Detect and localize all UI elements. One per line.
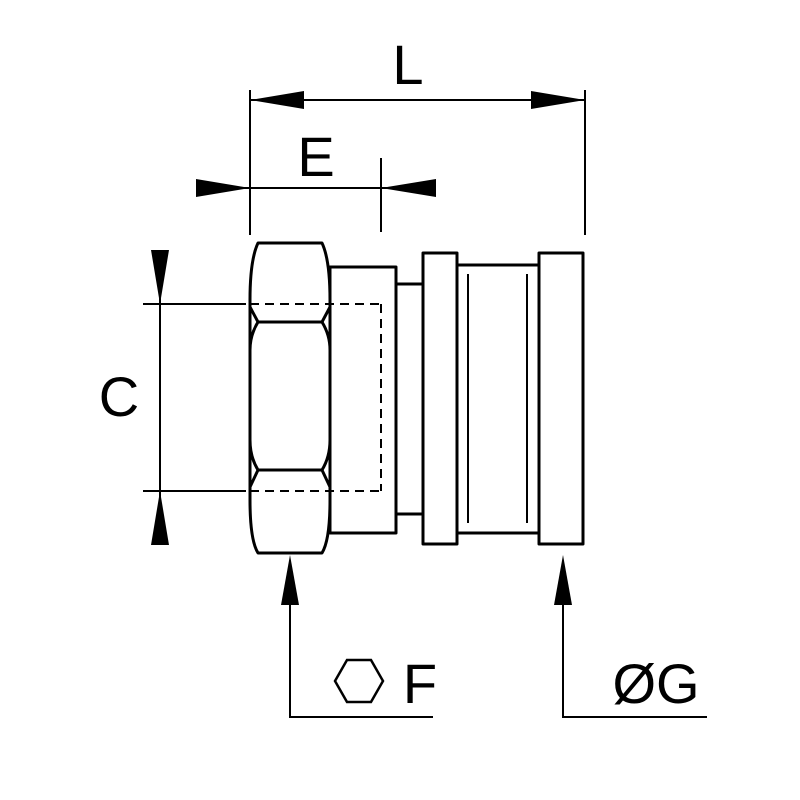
barrel-inner-lines — [467, 274, 528, 523]
collar-right — [537, 251, 585, 546]
hex-facet-mid-top — [248, 321, 260, 351]
hidden-thread-lines — [250, 303, 382, 492]
arrow-g — [554, 555, 572, 605]
arrow-c-bottom — [151, 491, 169, 545]
shoulder-block — [328, 265, 398, 535]
label-l: L — [392, 33, 423, 96]
arrow-e-left — [196, 179, 250, 197]
collar-left — [421, 251, 459, 546]
arrow-e-right — [381, 179, 436, 197]
leader-f-lines — [289, 575, 433, 718]
hex-facet-mid-bot — [248, 439, 260, 471]
leader-g — [562, 575, 707, 718]
arrow-f — [281, 555, 299, 605]
arrow-l-right — [531, 91, 585, 109]
leader-f — [289, 575, 433, 718]
hex-nut — [248, 241, 332, 555]
dimension-l-lines — [249, 90, 586, 235]
neck — [394, 282, 425, 516]
fitting-body — [248, 241, 585, 555]
leader-g-lines — [562, 575, 707, 718]
label-f: F — [403, 652, 437, 715]
label-c: C — [99, 365, 139, 428]
arrow-c-top — [151, 250, 169, 304]
hexagon-icon — [333, 658, 385, 704]
arrow-l-left — [250, 91, 304, 109]
label-g: ØG — [612, 652, 699, 715]
hex-facet-top — [248, 306, 332, 324]
hex-facet-bottom — [248, 468, 332, 488]
label-e: E — [297, 125, 334, 188]
